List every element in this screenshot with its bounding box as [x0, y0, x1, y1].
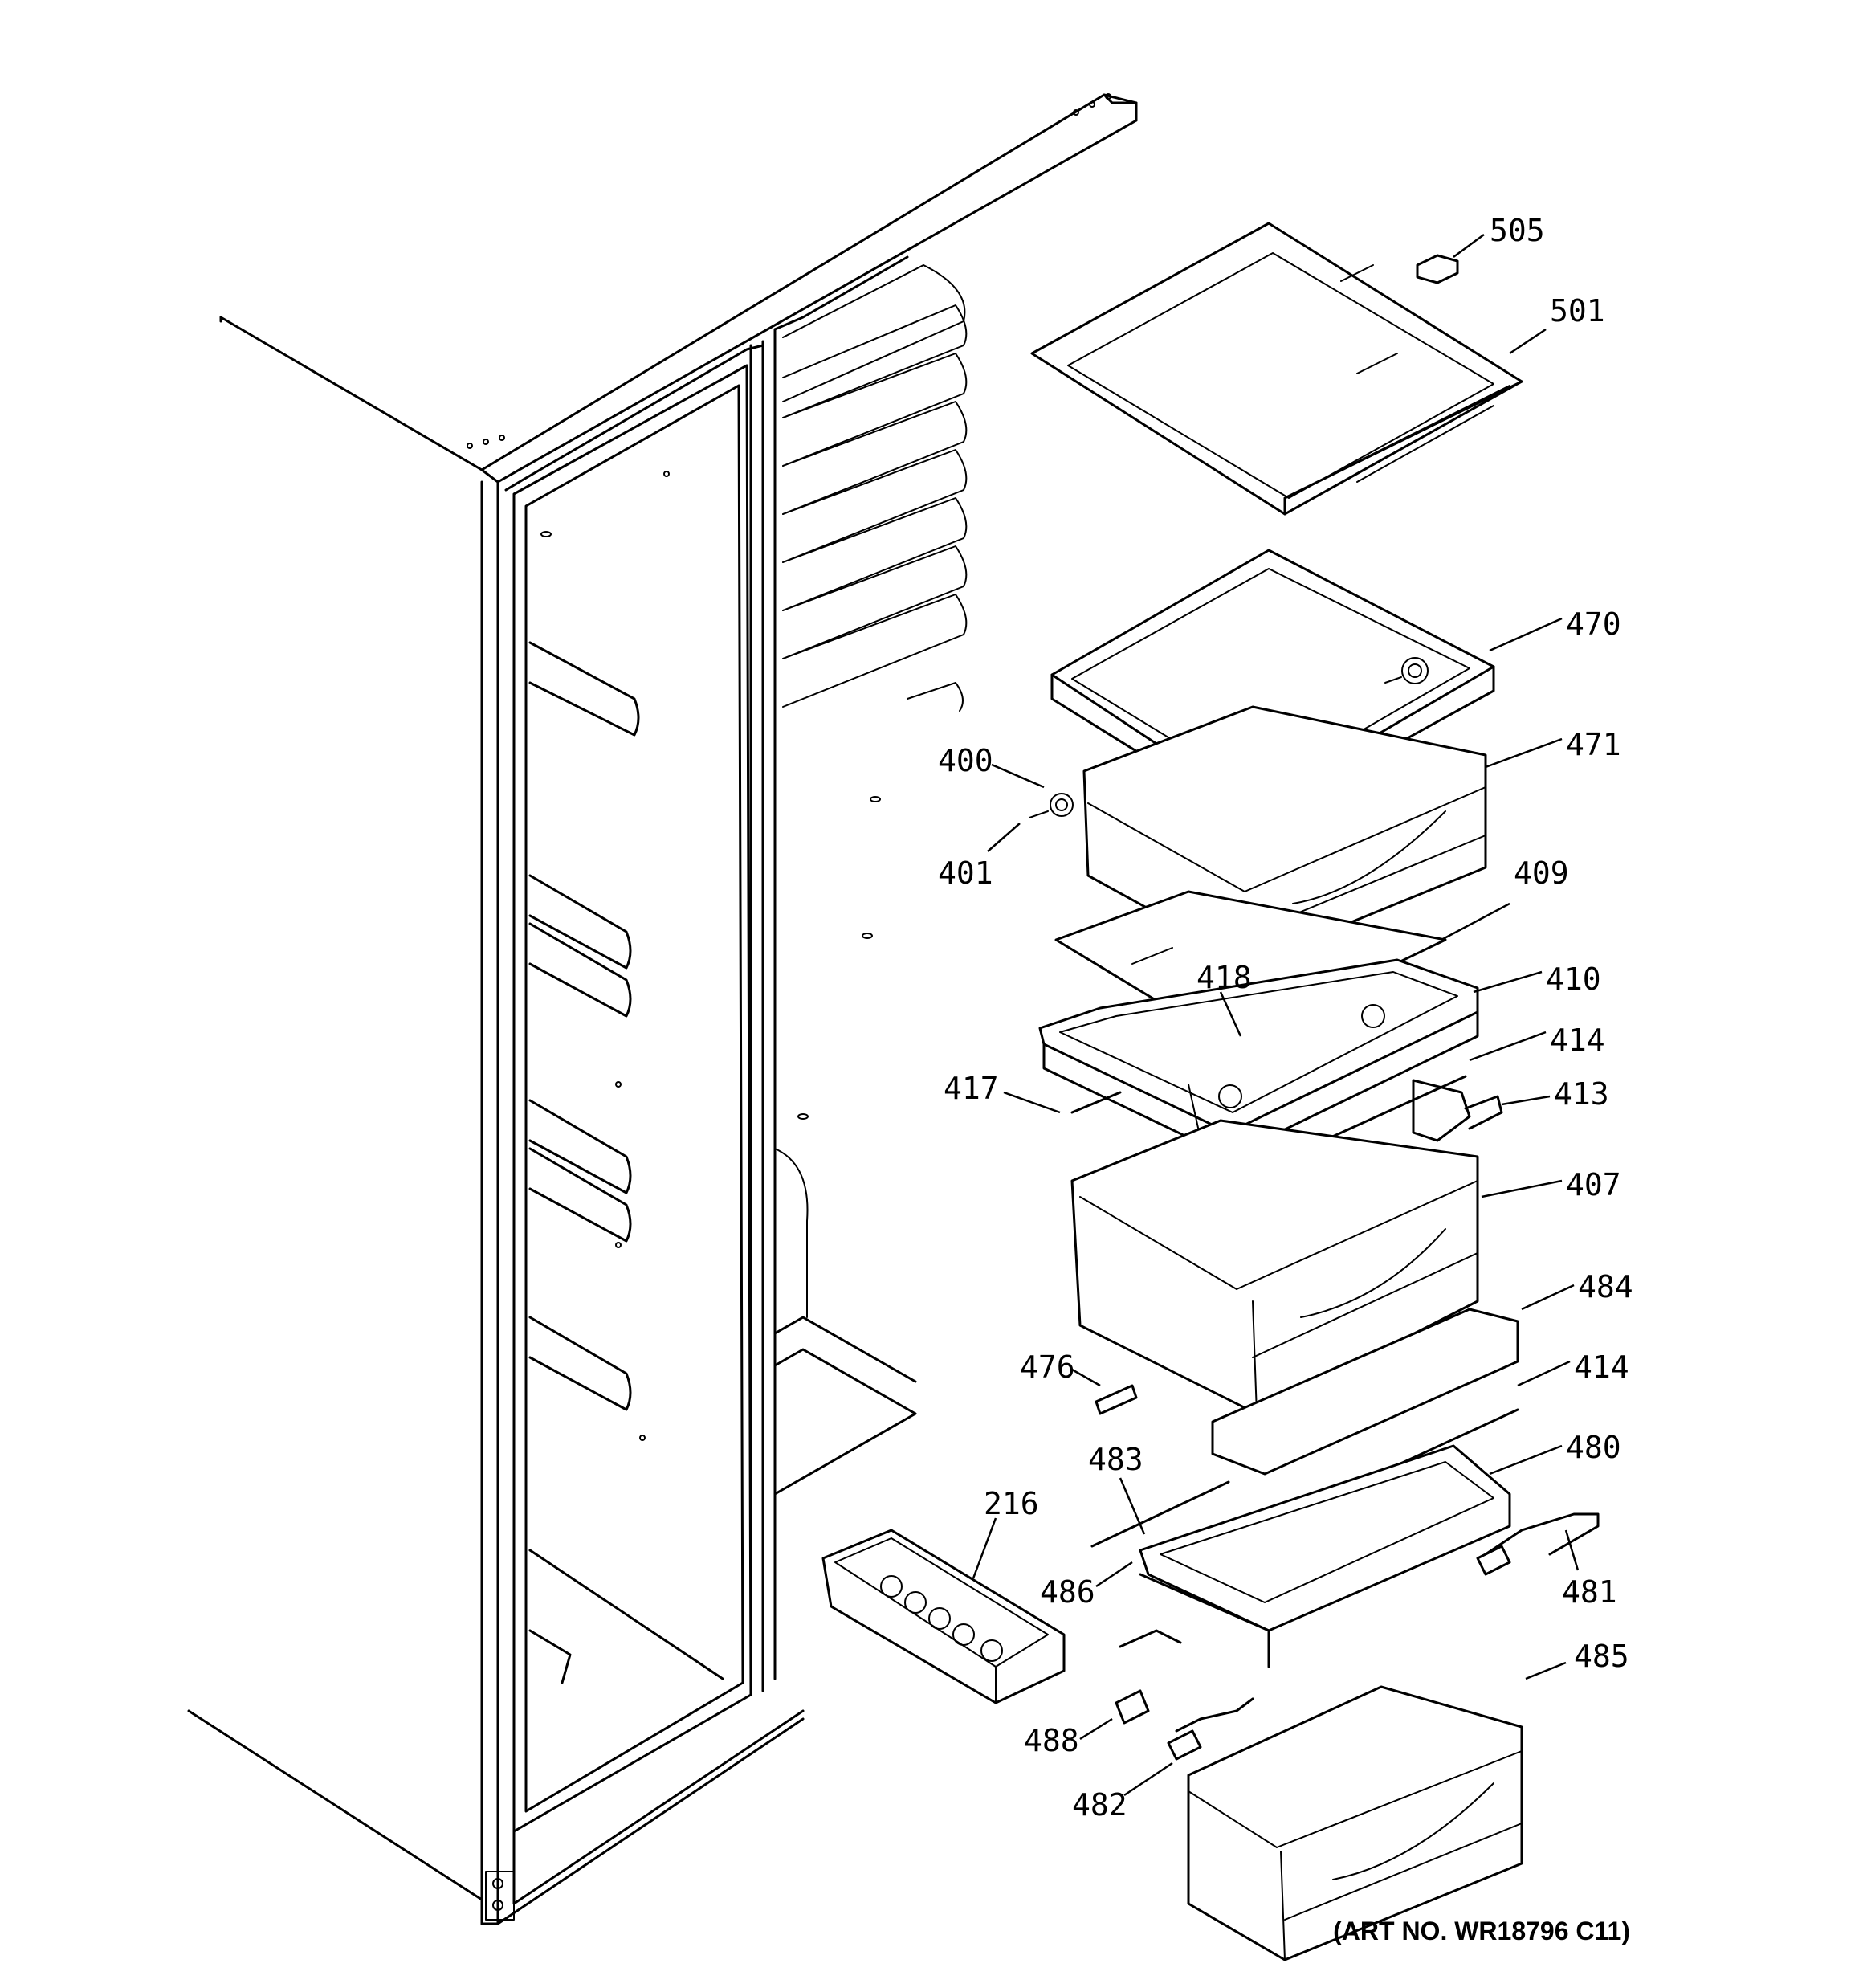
part-label-481: 481 [1562, 1574, 1617, 1610]
part-label-480: 480 [1566, 1430, 1621, 1465]
drawer-cover-484 [1211, 1308, 1519, 1476]
part-label-413: 413 [1554, 1076, 1609, 1112]
drawer-frame-480 [1090, 1408, 1519, 1668]
part-label-409: 409 [1514, 855, 1569, 891]
crisper-drawer-407 [1070, 1119, 1479, 1415]
part-label-470: 470 [1566, 606, 1621, 642]
glass-shelf-501 [1030, 222, 1523, 516]
part-label-485: 485 [1574, 1639, 1629, 1674]
part-label-505: 505 [1490, 213, 1545, 248]
part-label-216: 216 [984, 1486, 1039, 1521]
clip-476 [1095, 1384, 1138, 1415]
part-label-414-lower: 414 [1574, 1349, 1629, 1385]
part-label-410: 410 [1546, 961, 1601, 997]
refrigerator-cabinet [187, 93, 1138, 1925]
part-label-483: 483 [1088, 1442, 1143, 1477]
pan-frame-410 [1038, 958, 1479, 1158]
part-label-476: 476 [1020, 1349, 1075, 1385]
part-label-471: 471 [1566, 727, 1621, 762]
part-label-488: 488 [1024, 1723, 1079, 1758]
part-label-407: 407 [1566, 1167, 1621, 1202]
drawer-hardware [1115, 1512, 1600, 1761]
part-label-414-upper: 414 [1550, 1023, 1605, 1058]
shelf-clip-505 [1416, 254, 1459, 284]
part-label-482: 482 [1072, 1787, 1127, 1823]
part-label-401: 401 [938, 855, 993, 891]
leader-lines [972, 233, 1580, 1797]
part-label-501: 501 [1550, 293, 1605, 329]
part-labels: 505 501 470 471 400 401 409 410 418 414 … [938, 213, 1633, 1823]
part-label-418: 418 [1196, 960, 1252, 995]
art-number-note: (ART NO. WR18796 C11) [1333, 1917, 1630, 1945]
part-label-400: 400 [938, 743, 993, 778]
part-label-486: 486 [1040, 1574, 1095, 1610]
deli-drawer-485 [1187, 1685, 1523, 1961]
utility-bin-216 [821, 1529, 1066, 1704]
part-label-484: 484 [1578, 1269, 1633, 1304]
part-label-417: 417 [944, 1071, 999, 1106]
